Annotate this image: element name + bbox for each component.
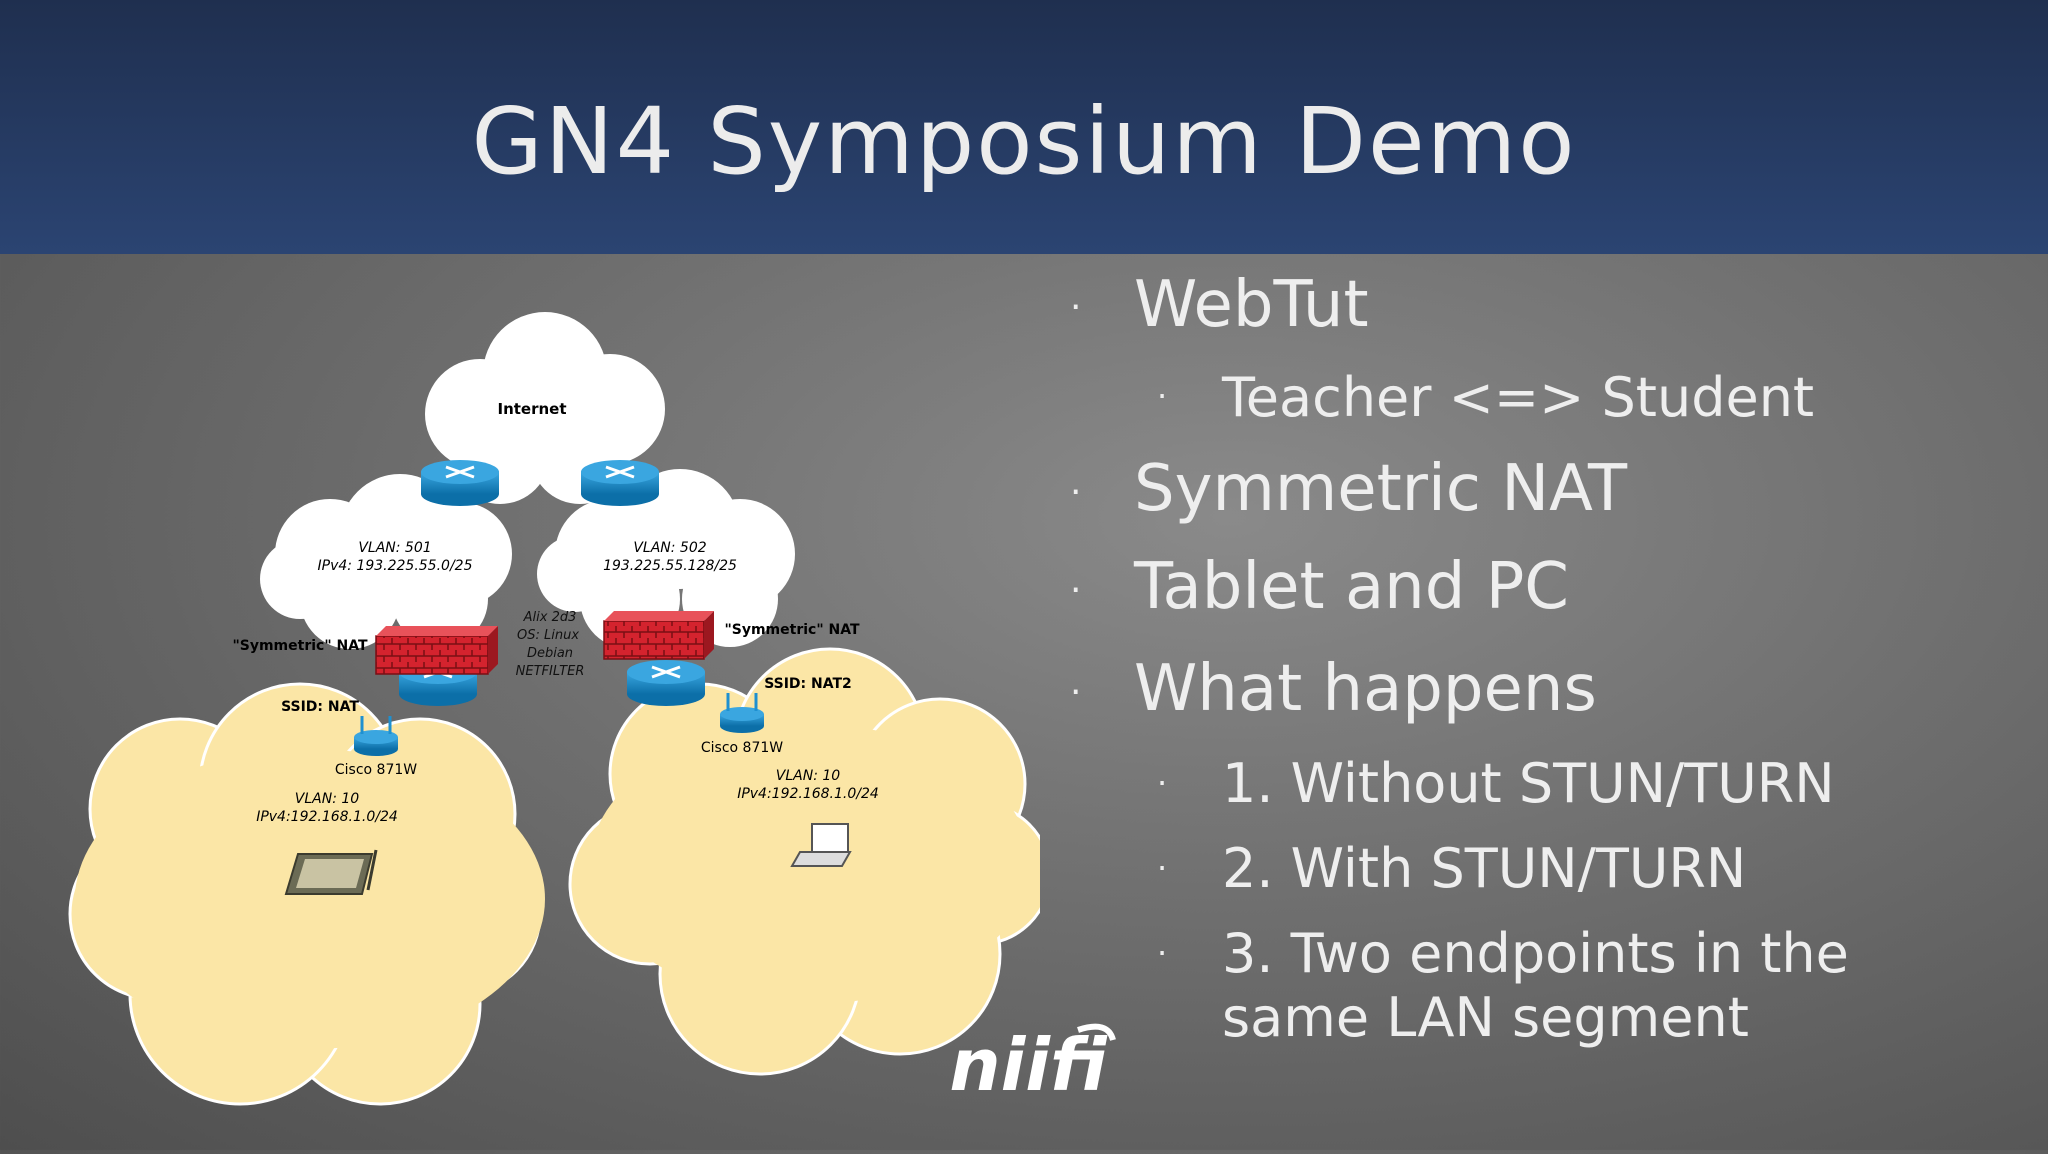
internet-label: Internet xyxy=(497,400,566,418)
router-icon xyxy=(627,660,705,706)
laptop-icon xyxy=(790,823,852,867)
lan-right-ip: IPv4:192.168.1.0/24 xyxy=(737,786,879,802)
nat-left-label: "Symmetric" NAT xyxy=(232,638,368,654)
router-icon xyxy=(581,460,659,506)
alix-fw: NETFILTER xyxy=(516,664,585,679)
bullet-dot: · xyxy=(1157,377,1168,415)
lan-cloud-left-fill xyxy=(75,749,545,1049)
bullet-dot: · xyxy=(1157,849,1168,887)
firewall-icon xyxy=(375,626,498,675)
wireless-router-icon xyxy=(720,693,764,733)
vlan-cloud-left xyxy=(260,474,512,649)
logo-text: niifi xyxy=(949,1023,1108,1107)
tablet-icon xyxy=(284,849,378,895)
vlan-right-label: VLAN: 502 xyxy=(633,540,706,556)
wireless-router-icon xyxy=(354,716,398,756)
slide-title: GN4 Symposium Demo xyxy=(471,88,1577,195)
title-bar xyxy=(0,0,2048,254)
bullet-dot: · xyxy=(1070,570,1082,611)
lan-left-vlan: VLAN: 10 xyxy=(295,791,360,807)
bullet-subitem: 1. Without STUN/TURN xyxy=(1222,752,1835,815)
bullet-item: Symmetric NAT xyxy=(1134,452,1628,526)
bullet-subitem: 2. With STUN/TURN xyxy=(1222,837,1747,900)
vlan-left-ip: IPv4: 193.225.55.0/25 xyxy=(318,558,473,574)
alix-distro: Debian xyxy=(527,646,573,661)
bullet-dot: · xyxy=(1070,672,1082,713)
bullet-subitem: Teacher <=> Student xyxy=(1222,366,1815,429)
vlan-right-ip: 193.225.55.128/25 xyxy=(603,558,737,574)
router-icon xyxy=(421,460,499,506)
bullet-item: Tablet and PC xyxy=(1134,550,1569,624)
bullet-dot: · xyxy=(1070,287,1082,328)
bullet-dot: · xyxy=(1157,934,1168,972)
alix-label: Alix 2d3 xyxy=(523,610,577,625)
nat-right-label: "Symmetric" NAT xyxy=(724,622,860,638)
network-diagram: Internet VLAN: 501 IPv4: 193.225.55.0/25… xyxy=(68,312,1040,1106)
bullet-subitem: 3. Two endpoints in the same LAN segment xyxy=(1222,922,1849,1049)
niifi-logo: niifi xyxy=(949,1023,1116,1107)
ssid-right-label: SSID: NAT2 xyxy=(764,676,852,692)
alix-os: OS: Linux xyxy=(517,628,579,643)
cisco-right-label: Cisco 871W xyxy=(701,740,783,756)
cisco-left-label: Cisco 871W xyxy=(335,762,417,778)
bullet-dot: · xyxy=(1157,764,1168,802)
firewall-icon xyxy=(603,611,714,660)
lan-right-vlan: VLAN: 10 xyxy=(776,768,841,784)
internet-cloud xyxy=(425,312,665,504)
bullet-dot: · xyxy=(1070,472,1082,513)
bullet-item: WebTut xyxy=(1134,268,1369,342)
vlan-left-label: VLAN: 501 xyxy=(358,540,431,556)
lan-left-ip: IPv4:192.168.1.0/24 xyxy=(256,809,398,825)
ssid-left-label: SSID: NAT xyxy=(281,699,359,715)
bullet-item: What happens xyxy=(1134,652,1597,726)
